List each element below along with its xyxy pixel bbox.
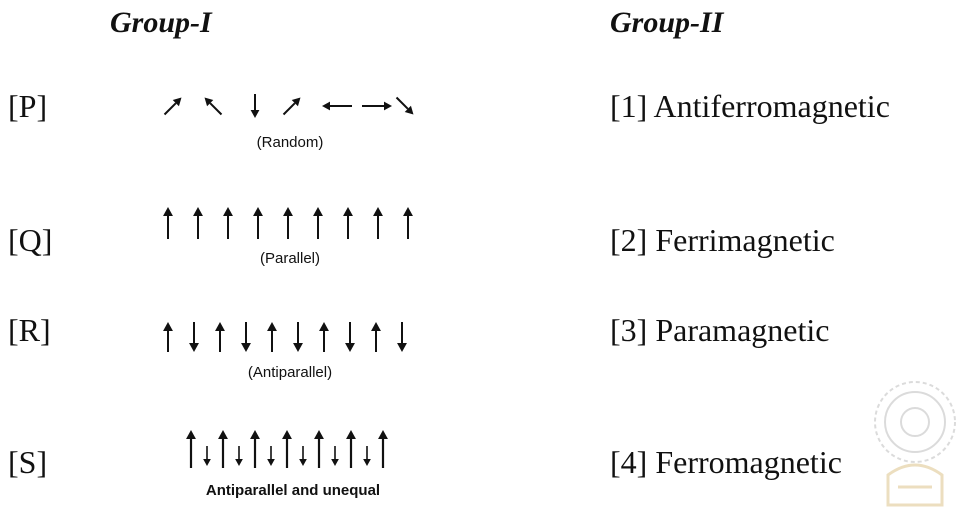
antiparallel-arrow-up — [215, 322, 225, 352]
unequal-arrow-up — [186, 430, 196, 468]
antiparallel-unequal-arrows-diagram — [186, 430, 388, 468]
antiparallel-arrow-up — [163, 322, 173, 352]
parallel-arrow — [253, 207, 263, 239]
random-arrow — [362, 101, 392, 111]
caption-parallel: (Parallel) — [259, 250, 320, 267]
parallel-arrow — [223, 207, 233, 239]
group-1-heading: Group-I — [110, 6, 212, 39]
unequal-arrow-down — [331, 446, 339, 466]
unequal-arrow-down — [203, 446, 211, 466]
row-label-s: [S] — [8, 444, 48, 480]
caption-antiparallel-unequal: Antiparallel and unequal — [205, 482, 381, 499]
unequal-arrow-up — [314, 430, 324, 468]
parallel-arrow — [403, 207, 413, 239]
parallel-arrow — [373, 207, 383, 239]
antiparallel-arrow-down — [241, 322, 251, 352]
parallel-arrow — [163, 207, 173, 239]
option-4: [4] Ferromagnetic — [610, 444, 842, 480]
unequal-arrow-down — [363, 446, 371, 466]
row-label-p: [P] — [8, 88, 48, 124]
antiparallel-arrow-down — [397, 322, 407, 352]
option-1: [1] Antiferromagnetic — [610, 88, 890, 124]
antiparallel-arrow-up — [371, 322, 381, 352]
unequal-arrow-down — [267, 446, 275, 466]
unequal-arrow-up — [282, 430, 292, 468]
caption-random: (Random) — [256, 134, 324, 151]
unequal-arrow-up — [378, 430, 388, 468]
random-arrows-diagram — [163, 94, 414, 118]
random-arrow — [250, 94, 260, 118]
row-label-q: [Q] — [8, 222, 53, 258]
antiparallel-arrow-down — [345, 322, 355, 352]
random-arrow — [395, 96, 414, 115]
parallel-arrow — [283, 207, 293, 239]
random-arrow — [322, 101, 352, 111]
unequal-arrow-down — [299, 446, 307, 466]
caption-antiparallel: (Antiparallel) — [247, 364, 333, 381]
group-2-heading: Group-II — [610, 6, 724, 39]
seal-watermark — [874, 381, 956, 507]
antiparallel-arrow-down — [189, 322, 199, 352]
parallel-arrow — [193, 207, 203, 239]
random-arrow — [282, 97, 301, 116]
antiparallel-arrow-up — [319, 322, 329, 352]
parallel-arrow — [343, 207, 353, 239]
antiparallel-arrows-diagram — [163, 322, 407, 352]
parallel-arrows-diagram — [163, 207, 413, 239]
option-2: [2] Ferrimagnetic — [610, 222, 835, 258]
unequal-arrow-up — [346, 430, 356, 468]
parallel-arrow — [313, 207, 323, 239]
option-3: [3] Paramagnetic — [610, 312, 830, 348]
unequal-arrow-up — [250, 430, 260, 468]
random-arrow — [204, 97, 223, 116]
row-label-r: [R] — [8, 312, 51, 348]
unequal-arrow-down — [235, 446, 243, 466]
random-arrow — [163, 97, 182, 116]
unequal-arrow-up — [218, 430, 228, 468]
antiparallel-arrow-down — [293, 322, 303, 352]
antiparallel-arrow-up — [267, 322, 277, 352]
